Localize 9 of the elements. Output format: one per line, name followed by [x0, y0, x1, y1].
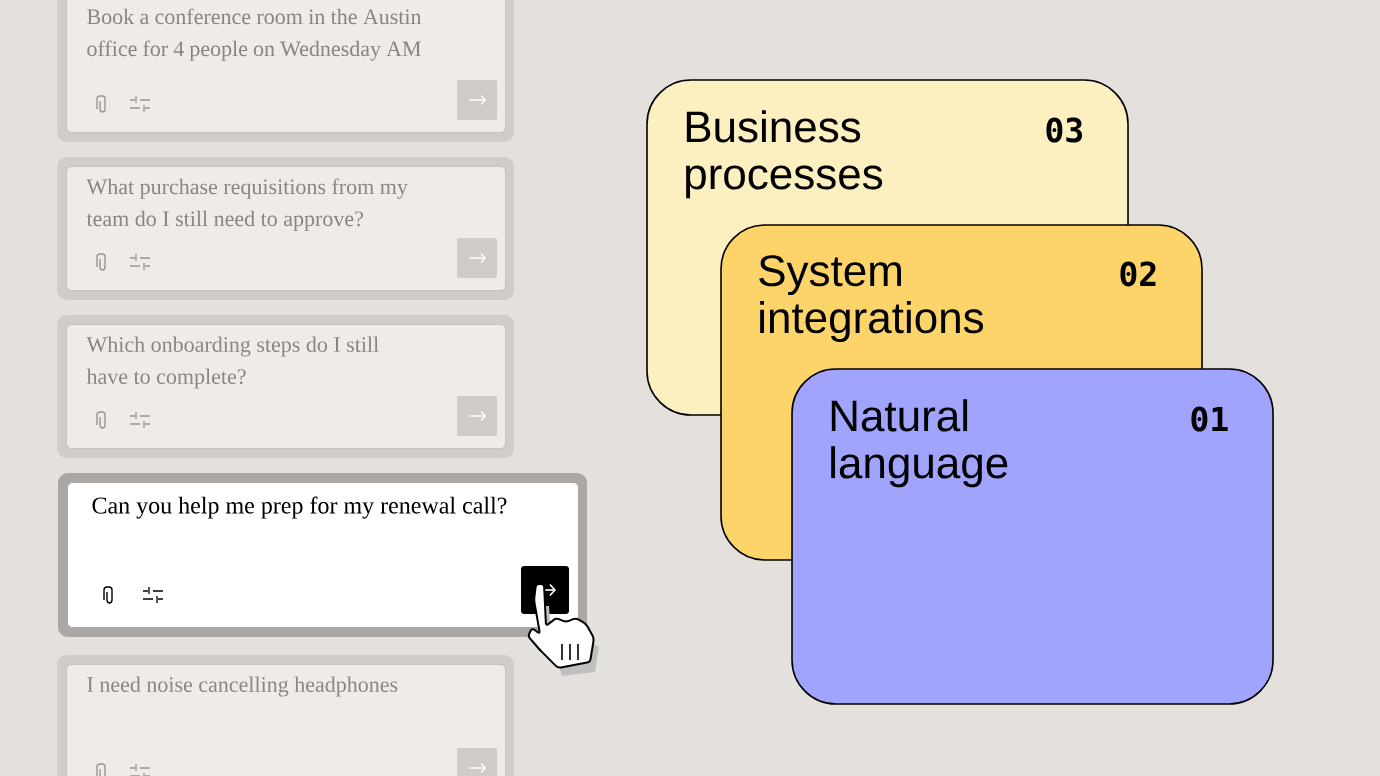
prompt-card: What purchase requisitions from my team do I still need to approve?: [57, 157, 514, 300]
prompt-card: I need noise cancelling headphones: [57, 655, 514, 776]
node-text: Business processes 03: [686, 110, 1083, 199]
prompt-card: Book a conference room in the Austin office for 4 people on Wednesday AM: [57, 0, 514, 142]
layer-card: Natural language 01: [791, 368, 1274, 705]
node-text: Natural language 01: [831, 399, 1228, 488]
prompt-card: Can you help me prep for my renewal call?: [58, 473, 587, 637]
node-text: System integrations 02: [759, 255, 1156, 343]
prompt-card: Which onboarding steps do I still have to complete?: [57, 315, 514, 458]
